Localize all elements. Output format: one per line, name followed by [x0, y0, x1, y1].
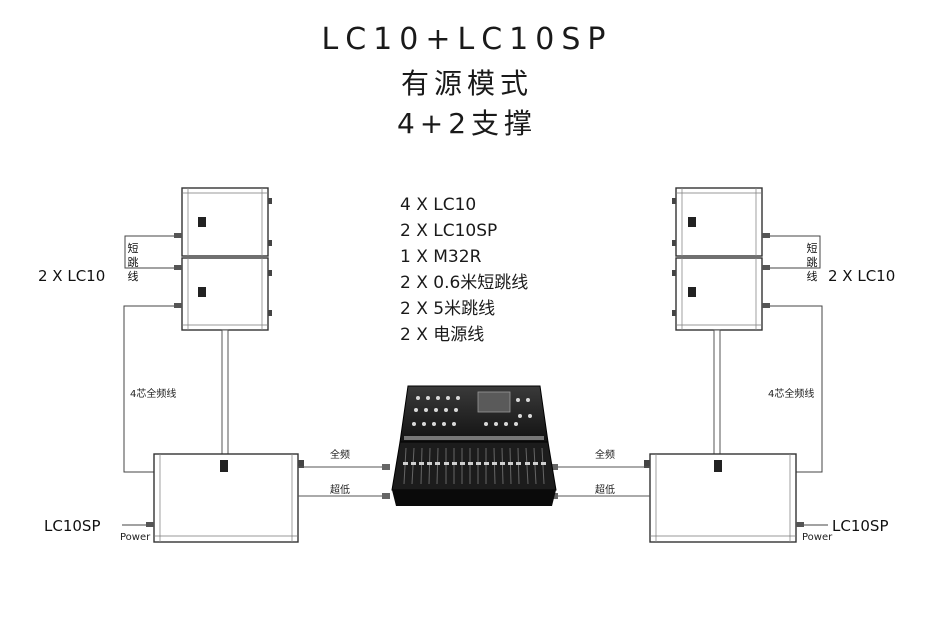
left-line-array	[174, 187, 272, 331]
m32r-mixer	[391, 385, 557, 506]
diagram-title: LC10+LC10SP	[321, 22, 613, 57]
left-lc10-bottom-logo	[198, 287, 206, 297]
left-support-pole	[221, 329, 229, 455]
right-support-pole	[713, 329, 721, 455]
right-line-array	[672, 187, 770, 331]
right-short-jumper-label: 短跳线	[806, 242, 818, 283]
left-4core-cable-label: 4芯全频线	[130, 389, 177, 400]
diagram-subtitle-mode: 有源模式	[400, 67, 533, 100]
equipment-item: 2 X 5米跳线	[400, 299, 496, 319]
right-sub-label: LC10SP	[832, 517, 889, 535]
equipment-item: 1 X M32R	[400, 247, 482, 267]
equipment-list: 4 X LC10 2 X LC10SP 1 X M32R 2 X 0.6米短跳线…	[400, 192, 528, 348]
right-top-array-label: 2 X LC10	[828, 267, 896, 285]
left-sub-bass-label: 超低	[330, 485, 350, 496]
right-full-range-label: 全频	[595, 450, 615, 461]
left-top-array-label: 2 X LC10	[38, 267, 106, 285]
equipment-item: 2 X LC10SP	[400, 221, 498, 241]
right-lc10-top-logo	[688, 217, 696, 227]
left-short-jumper-cable	[124, 235, 174, 269]
equipment-item: 2 X 电源线	[400, 325, 485, 345]
right-4core-cable	[770, 305, 823, 473]
mixer-screen	[477, 391, 511, 413]
left-full-range-label: 全频	[330, 450, 350, 461]
left-power-label: Power	[120, 532, 151, 543]
left-lc10-top-cabinet	[181, 187, 269, 257]
diagram-subtitle-config: 4+2支撑	[396, 107, 538, 140]
right-short-jumper-cable	[770, 235, 821, 269]
left-lc10-bottom-cabinet	[181, 257, 269, 331]
right-lc10sp-subwoofer	[644, 453, 804, 543]
equipment-item: 2 X 0.6米短跳线	[400, 273, 529, 293]
right-lc10-bottom-logo	[688, 287, 696, 297]
left-4core-cable	[123, 305, 174, 473]
left-lc10-top-logo	[198, 217, 206, 227]
right-sub-bass-label: 超低	[595, 485, 615, 496]
left-sub-label: LC10SP	[44, 517, 101, 535]
left-short-jumper-label: 短跳线	[127, 242, 139, 283]
equipment-item: 4 X LC10	[400, 195, 477, 215]
right-power-label: Power	[802, 532, 833, 543]
right-4core-cable-label: 4芯全频线	[768, 389, 815, 400]
left-lc10sp-subwoofer	[146, 453, 304, 543]
